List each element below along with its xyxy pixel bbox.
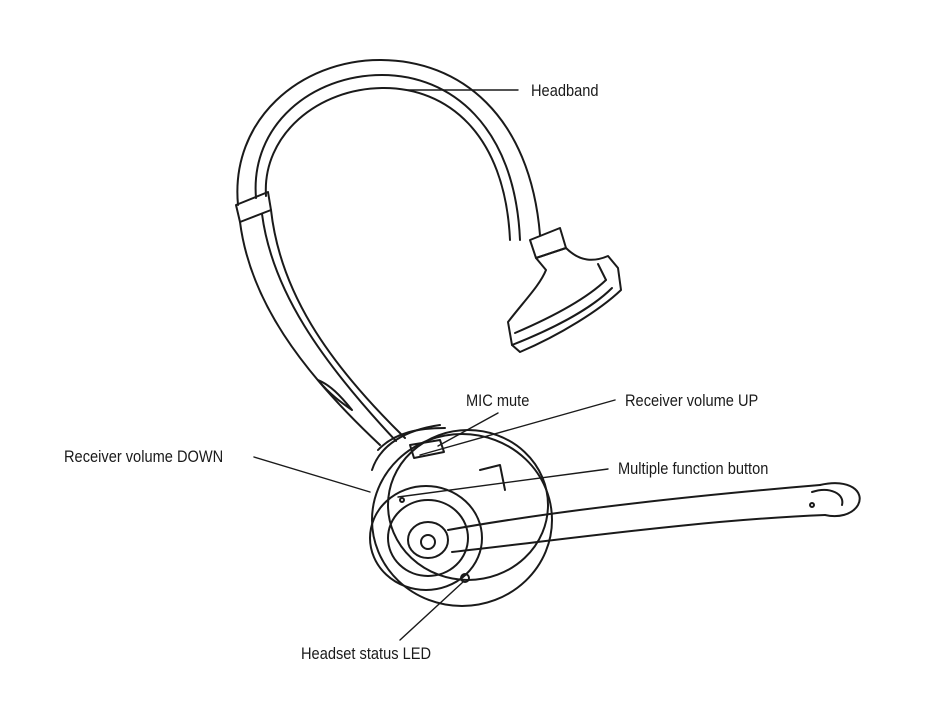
leader-multi-function (397, 468, 609, 498)
ear-pad-shape (507, 247, 622, 353)
label-multiple-function-button: Multiple function button (618, 459, 769, 478)
leader-mic-mute (437, 412, 499, 447)
label-mic-mute: MIC mute (466, 391, 530, 410)
label-receiver-volume-up: Receiver volume UP (625, 391, 759, 410)
leader-volume-up (419, 399, 616, 456)
leader-lines (253, 89, 616, 641)
leader-status-led (399, 581, 464, 641)
label-receiver-volume-down: Receiver volume DOWN (64, 447, 224, 466)
label-headset-status-led: Headset status LED (301, 644, 432, 663)
mic-boom-shape (447, 482, 861, 553)
headband-shape (235, 59, 567, 446)
earpiece-shape (369, 424, 553, 607)
leader-volume-down (253, 456, 371, 493)
label-headband: Headband (531, 81, 599, 100)
